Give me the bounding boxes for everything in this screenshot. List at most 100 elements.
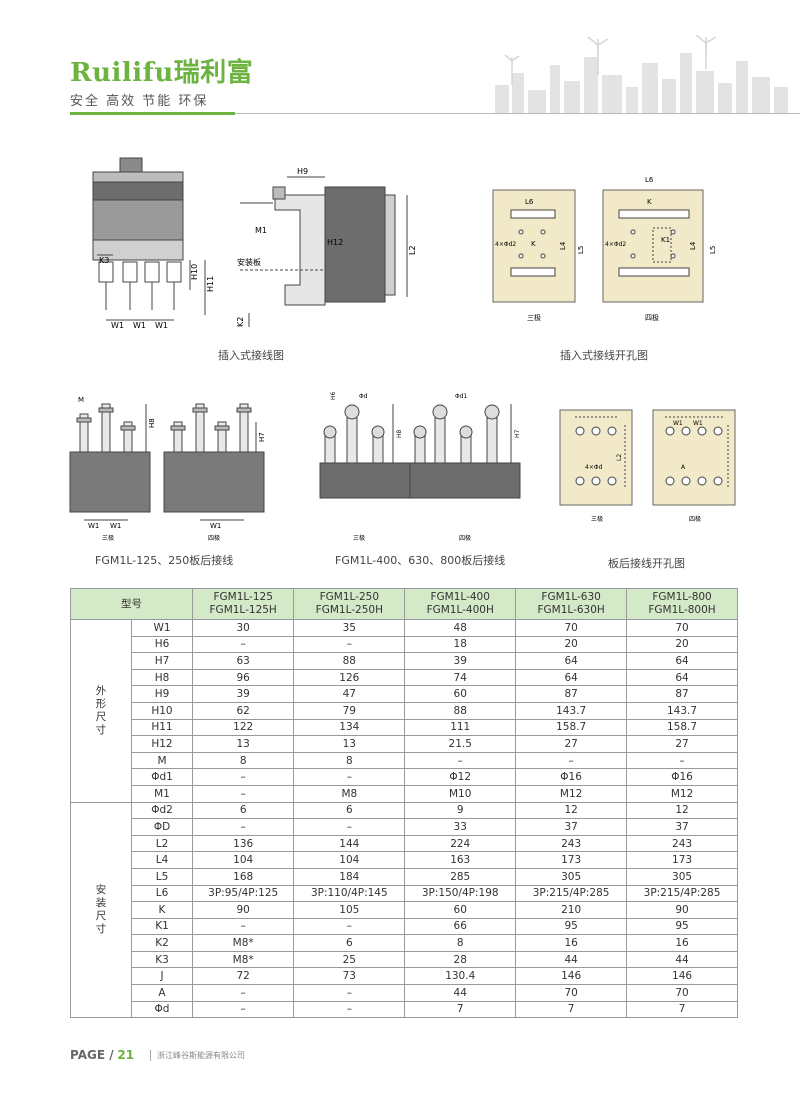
param-cell: W1 (131, 619, 193, 637)
value-cell: 7 (626, 1000, 738, 1019)
param-cell: Φd1 (131, 768, 193, 786)
svg-text:L4: L4 (559, 241, 567, 250)
value-cell: – (191, 917, 295, 936)
value-cell: 104 (191, 851, 295, 869)
value-cell: 285 (404, 867, 517, 886)
svg-text:K3: K3 (99, 256, 109, 265)
value-cell: M12 (626, 784, 738, 803)
param-cell: M (131, 751, 193, 770)
svg-text:L4: L4 (689, 241, 697, 250)
value-cell: 111 (404, 718, 517, 737)
svg-text:K: K (647, 198, 652, 206)
svg-text:4×Φd: 4×Φd (585, 464, 603, 471)
value-cell: 37 (626, 818, 738, 836)
value-cell: 39 (404, 652, 517, 670)
svg-text:H10: H10 (190, 264, 199, 280)
value-cell: Φ12 (404, 768, 517, 786)
value-cell: 6 (191, 801, 295, 820)
value-cell: – (293, 1000, 406, 1019)
svg-text:4×Φd2: 4×Φd2 (495, 241, 516, 248)
value-cell: 37 (515, 818, 628, 836)
value-cell: – (191, 768, 295, 786)
page-label: PAGE / (70, 1048, 114, 1062)
value-cell: 12 (515, 801, 628, 820)
svg-text:三极: 三极 (527, 313, 541, 322)
value-cell: 64 (515, 668, 628, 687)
value-cell: 96 (191, 668, 295, 687)
value-cell: 3P:150/4P:198 (404, 884, 517, 903)
value-cell: 64 (515, 652, 628, 670)
value-cell: 8 (191, 751, 295, 770)
value-cell: – (191, 1000, 295, 1019)
svg-text:四极: 四极 (645, 313, 659, 322)
value-cell: 70 (626, 984, 738, 1002)
value-cell: 70 (515, 619, 628, 637)
svg-text:W1: W1 (673, 420, 683, 427)
value-cell: – (191, 784, 295, 803)
value-cell: M8* (191, 950, 295, 969)
caption-plugin-wiring: 插入式接线图 (218, 349, 284, 362)
value-cell: 60 (404, 685, 517, 703)
param-cell: H12 (131, 735, 193, 753)
svg-text:M1: M1 (255, 226, 267, 235)
value-cell: 158.7 (626, 718, 738, 737)
svg-text:H7: H7 (514, 429, 521, 438)
value-cell: 64 (626, 668, 738, 687)
value-cell: 87 (515, 685, 628, 703)
value-cell: 88 (293, 652, 406, 670)
value-cell: 44 (404, 984, 517, 1002)
value-cell: 143.7 (626, 701, 738, 720)
svg-text:K1: K1 (661, 236, 670, 244)
value-cell: 3P:110/4P:145 (293, 884, 406, 903)
svg-text:M: M (78, 396, 84, 404)
value-cell: 39 (191, 685, 295, 703)
svg-text:W1: W1 (210, 522, 221, 530)
value-cell: Φ16 (626, 768, 738, 786)
svg-text:A: A (681, 464, 686, 471)
value-cell: 62 (191, 701, 295, 720)
param-cell: H11 (131, 718, 193, 737)
value-cell: 126 (293, 668, 406, 687)
svg-text:L5: L5 (709, 246, 717, 254)
value-cell: 44 (515, 950, 628, 969)
svg-text:K: K (531, 240, 536, 248)
value-cell: – (515, 751, 628, 770)
value-cell: 27 (626, 735, 738, 753)
plugin-side-view-diagram: H9 M1 H12 安装板 L2 K2 (236, 167, 417, 327)
plugin-cutout-diagram: L6 K 4×Φd2 L4 L5 三极 L6 K K1 4×Φd2 L4 L5 … (492, 176, 717, 322)
svg-text:L2: L2 (408, 245, 417, 255)
svg-text:四极: 四极 (689, 515, 701, 523)
value-cell: M10 (404, 784, 517, 803)
value-cell: – (191, 635, 295, 654)
value-cell: – (626, 751, 738, 770)
value-cell: 8 (293, 751, 406, 770)
value-cell: – (293, 635, 406, 654)
svg-text:4×Φd2: 4×Φd2 (605, 241, 626, 248)
value-cell: – (293, 917, 406, 936)
value-cell: – (293, 984, 406, 1002)
svg-text:W1: W1 (88, 522, 99, 530)
caption-rear-cutout: 板后接线开孔图 (608, 557, 685, 570)
value-cell: 72 (191, 967, 295, 986)
value-cell: 305 (626, 867, 738, 886)
svg-text:H11: H11 (206, 276, 215, 292)
value-cell: 184 (293, 867, 406, 886)
value-cell: – (191, 818, 295, 836)
value-cell: 63 (191, 652, 295, 670)
value-cell: – (293, 818, 406, 836)
svg-text:H6: H6 (330, 391, 337, 400)
param-cell: K2 (131, 934, 193, 952)
value-cell: 16 (626, 934, 738, 952)
